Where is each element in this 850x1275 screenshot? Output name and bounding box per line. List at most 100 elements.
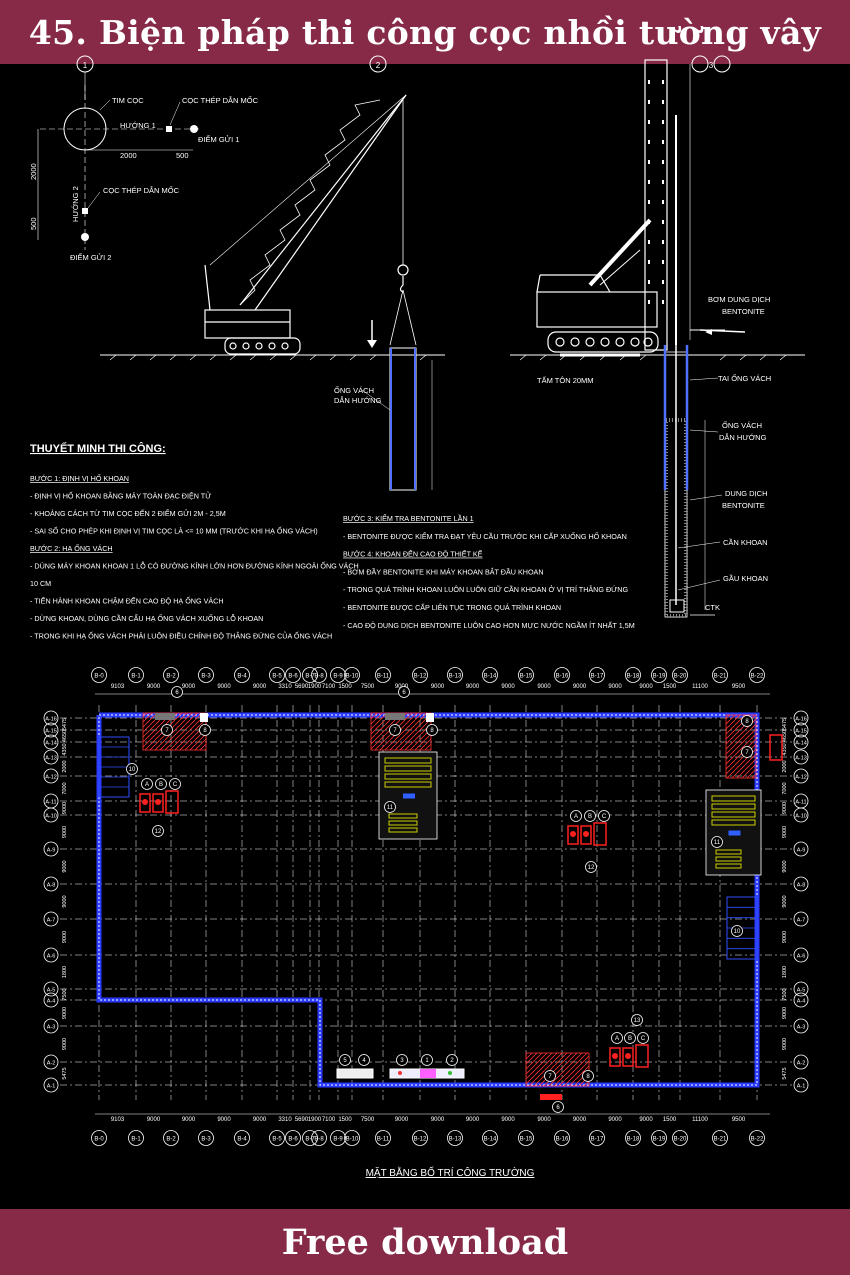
row-dim-12-right: 9000 bbox=[782, 1007, 788, 1019]
label-bubble-8 bbox=[199, 724, 211, 736]
label-bubble-11 bbox=[711, 836, 723, 848]
grid-bubble-B-21-top bbox=[712, 667, 728, 683]
label-text-8: 8 bbox=[430, 728, 434, 734]
grid-label-A-15-right: A-15 bbox=[795, 728, 807, 734]
label-text-6: 6 bbox=[402, 690, 406, 696]
grid-bubble-B-10-top bbox=[344, 667, 360, 683]
grid-bubble-B-2-bottom bbox=[163, 1130, 179, 1146]
row-dim-8-right: 9000 bbox=[782, 895, 788, 907]
grid-bubble-B-17-top bbox=[589, 667, 605, 683]
grid-label-B-13-top: B-13 bbox=[449, 674, 462, 680]
note-left-1: - ĐỊNH VỊ HỐ KHOAN BẰNG MÁY TOÀN ĐẠC ĐIỆ… bbox=[30, 491, 211, 501]
title-banner: 45. Biện pháp thi công cọc nhồi tường vâ… bbox=[0, 0, 850, 64]
col-dim-1-bottom: 9000 bbox=[147, 1117, 161, 1123]
row-dim-1-left: 4650 bbox=[62, 730, 68, 742]
svg-text:3: 3 bbox=[709, 61, 714, 70]
row-dim-3-left: 2000 bbox=[62, 760, 68, 772]
svg-text:CẦN KHOAN: CẦN KHOAN bbox=[723, 537, 768, 547]
row-dim-14-right: 5475 bbox=[782, 1067, 788, 1079]
grid-bubble-B-2-top bbox=[163, 667, 179, 683]
grid-bubble-B-8-top bbox=[311, 667, 327, 683]
grid-bubble-B-5-bottom bbox=[269, 1130, 285, 1146]
grid-label-B-15-bottom: B-15 bbox=[520, 1137, 533, 1143]
row-dim-13-right: 9000 bbox=[782, 1038, 788, 1050]
grid-bubble-B-17-bottom bbox=[589, 1130, 605, 1146]
grid-bubble-B-16-top bbox=[554, 667, 570, 683]
grid-bubble-B-4-bottom bbox=[234, 1130, 250, 1146]
grid-label-B-22-bottom: B-22 bbox=[751, 1137, 764, 1143]
grid-bubble-A-16-right bbox=[793, 710, 809, 726]
note-left-4: BƯỚC 2: HẠ ỐNG VÁCH bbox=[30, 543, 113, 553]
grid-label-B-7-top: B-7 bbox=[305, 674, 315, 680]
note-left-2: - KHOẢNG CÁCH TỪ TIM CỌC ĐẾN 2 ĐIỂM GỬI … bbox=[30, 508, 226, 518]
grid-bubble-B-14-bottom bbox=[482, 1130, 498, 1146]
grid-label-B-15-top: B-15 bbox=[520, 674, 533, 680]
col-dim-16-bottom: 9000 bbox=[573, 1117, 587, 1123]
note-left-7: - TIẾN HÀNH KHOAN CHẬM ĐẾN CAO ĐỘ HẠ ỐNG… bbox=[30, 596, 224, 606]
label-bubble-8 bbox=[426, 724, 438, 736]
note-right-5: - BENTONITE ĐƯỢC CẤP LIÊN TỤC TRONG QUÁ … bbox=[343, 602, 561, 612]
label-text-C: C bbox=[173, 782, 178, 788]
svg-text:CTK: CTK bbox=[705, 603, 720, 612]
row-dim-14-left: 5475 bbox=[62, 1067, 68, 1079]
label-bubble-A bbox=[141, 778, 153, 790]
col-dim-9-bottom: 1500 bbox=[338, 1117, 352, 1123]
label-bubble-8 bbox=[741, 715, 753, 727]
label-bubble-13 bbox=[631, 1014, 643, 1026]
svg-text:BENTONITE: BENTONITE bbox=[722, 307, 765, 316]
col-dim-18-top: 9000 bbox=[639, 684, 653, 690]
grid-label-A-7-left: A-7 bbox=[47, 917, 56, 923]
grid-bubble-B-13-top bbox=[447, 667, 463, 683]
grid-label-B-16-bottom: B-16 bbox=[556, 1137, 569, 1143]
label-bubble-5 bbox=[339, 1054, 351, 1066]
label-text-4: 4 bbox=[362, 1058, 366, 1064]
note-right-1: - BENTONITE ĐƯỢC KIỂM TRA ĐẠT YÊU CẦU TR… bbox=[343, 531, 627, 541]
row-dim-4-left: 7000 bbox=[62, 782, 68, 794]
page-title: 45. Biện pháp thi công cọc nhồi tường vâ… bbox=[28, 12, 822, 52]
col-dim-11-bottom: 9000 bbox=[395, 1117, 409, 1123]
grid-bubble-B-18-top bbox=[625, 667, 641, 683]
label-bubble-12 bbox=[585, 861, 597, 873]
col-dim-20-bottom: 11100 bbox=[692, 1117, 708, 1123]
grid-bubble-A-4-left bbox=[43, 992, 59, 1008]
row-dim-2-left: 4350 bbox=[62, 743, 68, 755]
row-dim-1-right: 4650 bbox=[782, 730, 788, 742]
note-left-0: BƯỚC 1: ĐỊNH VỊ HỐ KHOAN bbox=[30, 473, 129, 483]
grid-bubble-B-6-bottom bbox=[285, 1130, 301, 1146]
label-bubble-10 bbox=[126, 763, 138, 775]
staging-area-4 bbox=[525, 1052, 590, 1087]
col-dim-15-top: 9000 bbox=[537, 684, 551, 690]
label-bubble-C bbox=[169, 778, 181, 790]
grid-label-A-9-right: A-9 bbox=[797, 847, 806, 853]
grid-label-A-6-right: A-6 bbox=[797, 953, 806, 959]
grid-bubble-B-21-bottom bbox=[712, 1130, 728, 1146]
grid-label-B-2-top: B-2 bbox=[166, 674, 176, 680]
grid-bubble-B-13-bottom bbox=[447, 1130, 463, 1146]
grid-bubble-A-6-left bbox=[43, 947, 59, 963]
grid-label-B-12-bottom: B-12 bbox=[414, 1137, 427, 1143]
equipment-group-2 bbox=[567, 822, 607, 846]
grid-label-B-9-top: B-9 bbox=[333, 674, 343, 680]
col-dim-5-top: 3310 bbox=[278, 684, 292, 690]
grid-label-B-18-top: B-18 bbox=[627, 674, 640, 680]
grid-bubble-B-9-top bbox=[330, 667, 346, 683]
grid-bubble-B-8-bottom bbox=[311, 1130, 327, 1146]
label-text-12: 12 bbox=[588, 865, 595, 871]
row-dim-4-right: 7000 bbox=[782, 782, 788, 794]
grid-bubble-B-19-bottom bbox=[651, 1130, 667, 1146]
staging-area-3 bbox=[725, 714, 757, 779]
grid-label-A-5-left: A-5 bbox=[47, 987, 56, 993]
grid-label-A-16-left: A-16 bbox=[45, 716, 57, 722]
setting-out-diagram: TIM CỌC HƯỚNG 1 CỌC THÉP DẪN MỐC ĐIỂM GỬ… bbox=[29, 85, 259, 262]
grid-label-B-17-top: B-17 bbox=[591, 674, 604, 680]
diaphragm-wall-inner bbox=[98, 714, 758, 1086]
grid-label-B-5-top: B-5 bbox=[272, 674, 282, 680]
row-dim-2-right: 4350 bbox=[782, 743, 788, 755]
note-right-6: - CAO ĐỘ DUNG DỊCH BENTONITE LUÔN CAO HƠ… bbox=[343, 620, 635, 630]
grid-bubble-A-14-right bbox=[793, 734, 809, 750]
footer-banner[interactable]: Free download bbox=[0, 1209, 850, 1275]
label-text-13: 13 bbox=[634, 1018, 641, 1024]
row-dim-11-left: 7500 bbox=[62, 988, 68, 1000]
grid-bubble-B-12-top bbox=[412, 667, 428, 683]
label-text-1: 1 bbox=[425, 1058, 429, 1064]
